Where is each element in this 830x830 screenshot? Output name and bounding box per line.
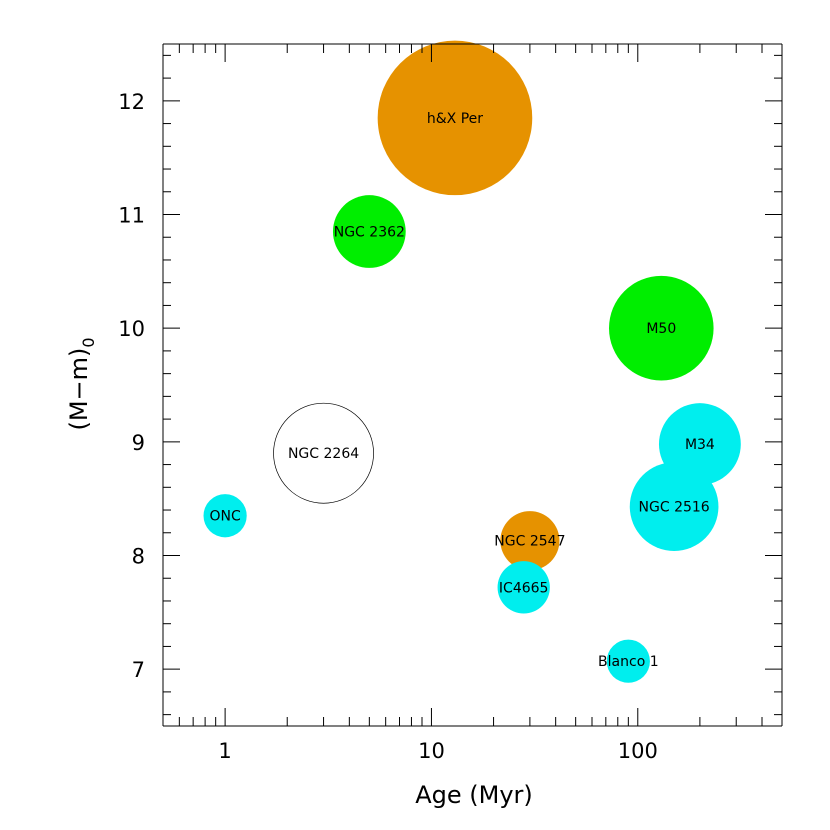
y-tick-label-10: 10 <box>118 317 145 341</box>
bubble-label-ngc-2362: NGC 2362 <box>334 225 405 241</box>
y-axis-title-subscript: 0 <box>79 337 98 347</box>
bubble-ngc-2516 <box>629 462 719 551</box>
bubble-ngc-2264 <box>273 402 374 504</box>
bubble-ngc-2547 <box>500 511 560 571</box>
y-tick-label-8: 8 <box>132 545 145 569</box>
x-axis-title: Age (Myr) <box>415 781 533 809</box>
y-axis-title-main: (M−m) <box>65 348 93 431</box>
bubble-label-ic4665: IC4665 <box>499 580 549 596</box>
x-tick-label-100: 100 <box>618 739 658 763</box>
y-axis-title: (M−m)0 <box>65 337 98 430</box>
bubble-m50 <box>609 275 714 381</box>
y-tick-label-9: 9 <box>132 431 145 455</box>
x-tick-label-10: 10 <box>418 739 445 763</box>
bubble-label-m50: M50 <box>646 321 676 337</box>
bubble-label-h-x-per: h&X Per <box>427 111 483 127</box>
bubble-label-onc: ONC <box>209 509 240 525</box>
bubble-ic4665 <box>497 561 550 614</box>
bubble-onc <box>203 494 247 538</box>
bubble-h-x-per <box>377 40 533 196</box>
bubble-label-ngc-2516: NGC 2516 <box>639 500 710 516</box>
bubble-label-m34: M34 <box>685 437 715 453</box>
x-tick-label-1: 1 <box>218 739 231 763</box>
bubble-label-ngc-2264: NGC 2264 <box>288 446 359 462</box>
y-tick-label-12: 12 <box>118 90 145 114</box>
y-tick-label-11: 11 <box>118 204 145 228</box>
bubble-label-blanco-1: Blanco 1 <box>598 654 659 670</box>
axes-layer: 1 10 100 7 8 9 10 11 12 <box>118 43 783 763</box>
bubble-ngc-2362 <box>332 195 406 268</box>
bubble-blanco-1 <box>606 639 650 683</box>
bubble-label-ngc-2547: NGC 2547 <box>494 534 565 550</box>
y-tick-label-7: 7 <box>132 658 145 682</box>
